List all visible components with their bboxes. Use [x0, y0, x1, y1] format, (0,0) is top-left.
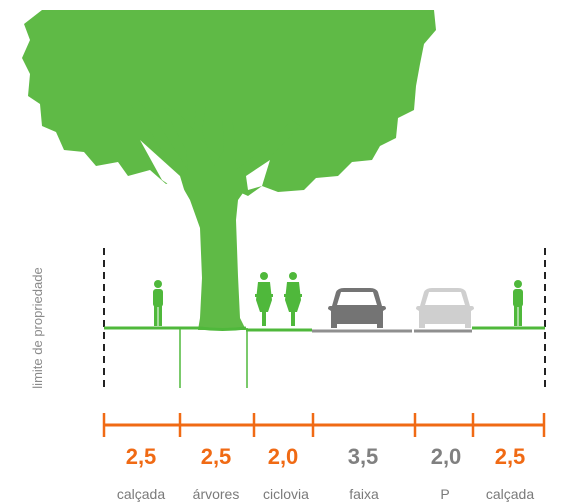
tree-planting-ground: [199, 326, 247, 331]
tree-canopy: [22, 10, 436, 196]
canopy-gap-right: [246, 160, 270, 190]
segment-width-calcada-right: 2,5: [494, 444, 526, 469]
car-icon-parking: [416, 288, 474, 328]
segment-name-calcada-left: calçada: [116, 486, 166, 502]
segment-width-ciclovia: 2,0: [267, 444, 299, 469]
dimension-ticks: [102, 413, 546, 437]
segment-name-parking: P: [440, 486, 450, 502]
pedestrian-icon-left: [153, 280, 163, 326]
property-limit-label: limite de propriedade: [30, 267, 45, 389]
canopy-gap-left: [140, 140, 186, 196]
segment-width-arvores: 2,5: [200, 444, 232, 469]
cyclist-icon-right: [284, 272, 302, 326]
segment-width-calcada-left: 2,5: [125, 444, 157, 469]
segment-width-parking: 2,0: [430, 444, 462, 469]
segment-name-faixa: faixa: [349, 486, 379, 502]
pedestrian-icon-right: [513, 280, 523, 326]
car-icon-travel-lane: [328, 288, 386, 328]
cyclist-icon-left: [255, 272, 273, 326]
segment-name-calcada-right: calçada: [485, 486, 535, 502]
segment-name-ciclovia: ciclovia: [263, 486, 309, 502]
tree-trunk: [130, 100, 300, 330]
segment-name-arvores: árvores: [192, 486, 240, 502]
segment-width-faixa: 3,5: [347, 444, 379, 469]
